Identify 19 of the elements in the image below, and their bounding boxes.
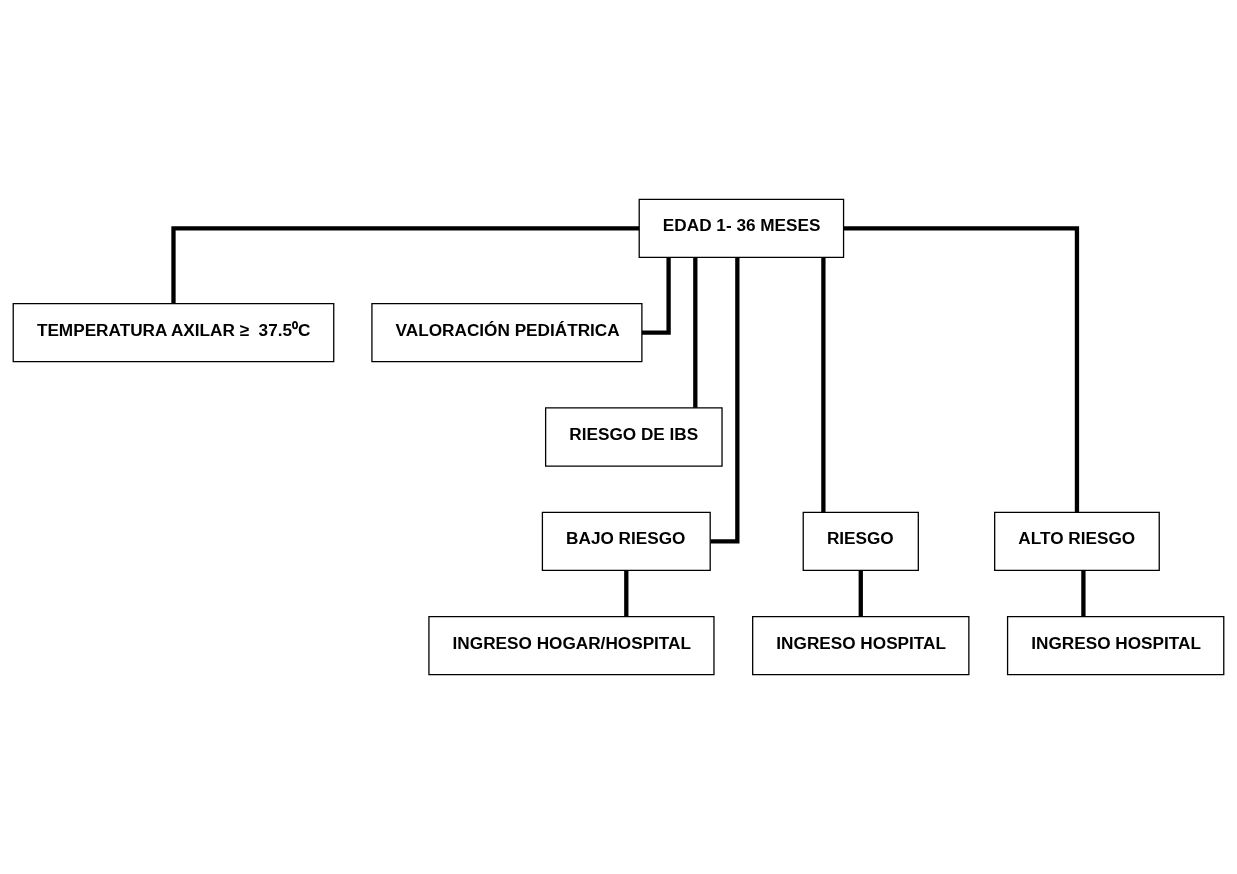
node-box: ALTO RIESGO — [994, 511, 1160, 571]
connector — [624, 570, 629, 617]
node-box: VALORACIÓN PEDIÁTRICA — [371, 303, 643, 363]
connector — [693, 257, 698, 408]
connector — [821, 257, 826, 513]
node-box: EDAD 1- 36 MESES — [638, 198, 845, 259]
connector — [171, 226, 640, 304]
node-box: RIESGO — [802, 511, 919, 571]
node-box: RIESGO DE IBS — [545, 407, 723, 467]
connector — [710, 257, 740, 544]
node-box: BAJO RIESGO — [541, 511, 711, 571]
connector — [858, 570, 863, 617]
node-box: INGRESO HOGAR/HOSPITAL — [428, 615, 715, 676]
node-box: INGRESO HOSPITAL — [1006, 615, 1225, 676]
connector — [641, 257, 671, 335]
connector — [1081, 570, 1086, 617]
connector — [843, 226, 1080, 513]
node-box: INGRESO HOSPITAL — [752, 615, 970, 676]
node-box: TEMPERATURA AXILAR ≥ 37.5⁰C — [12, 303, 335, 363]
